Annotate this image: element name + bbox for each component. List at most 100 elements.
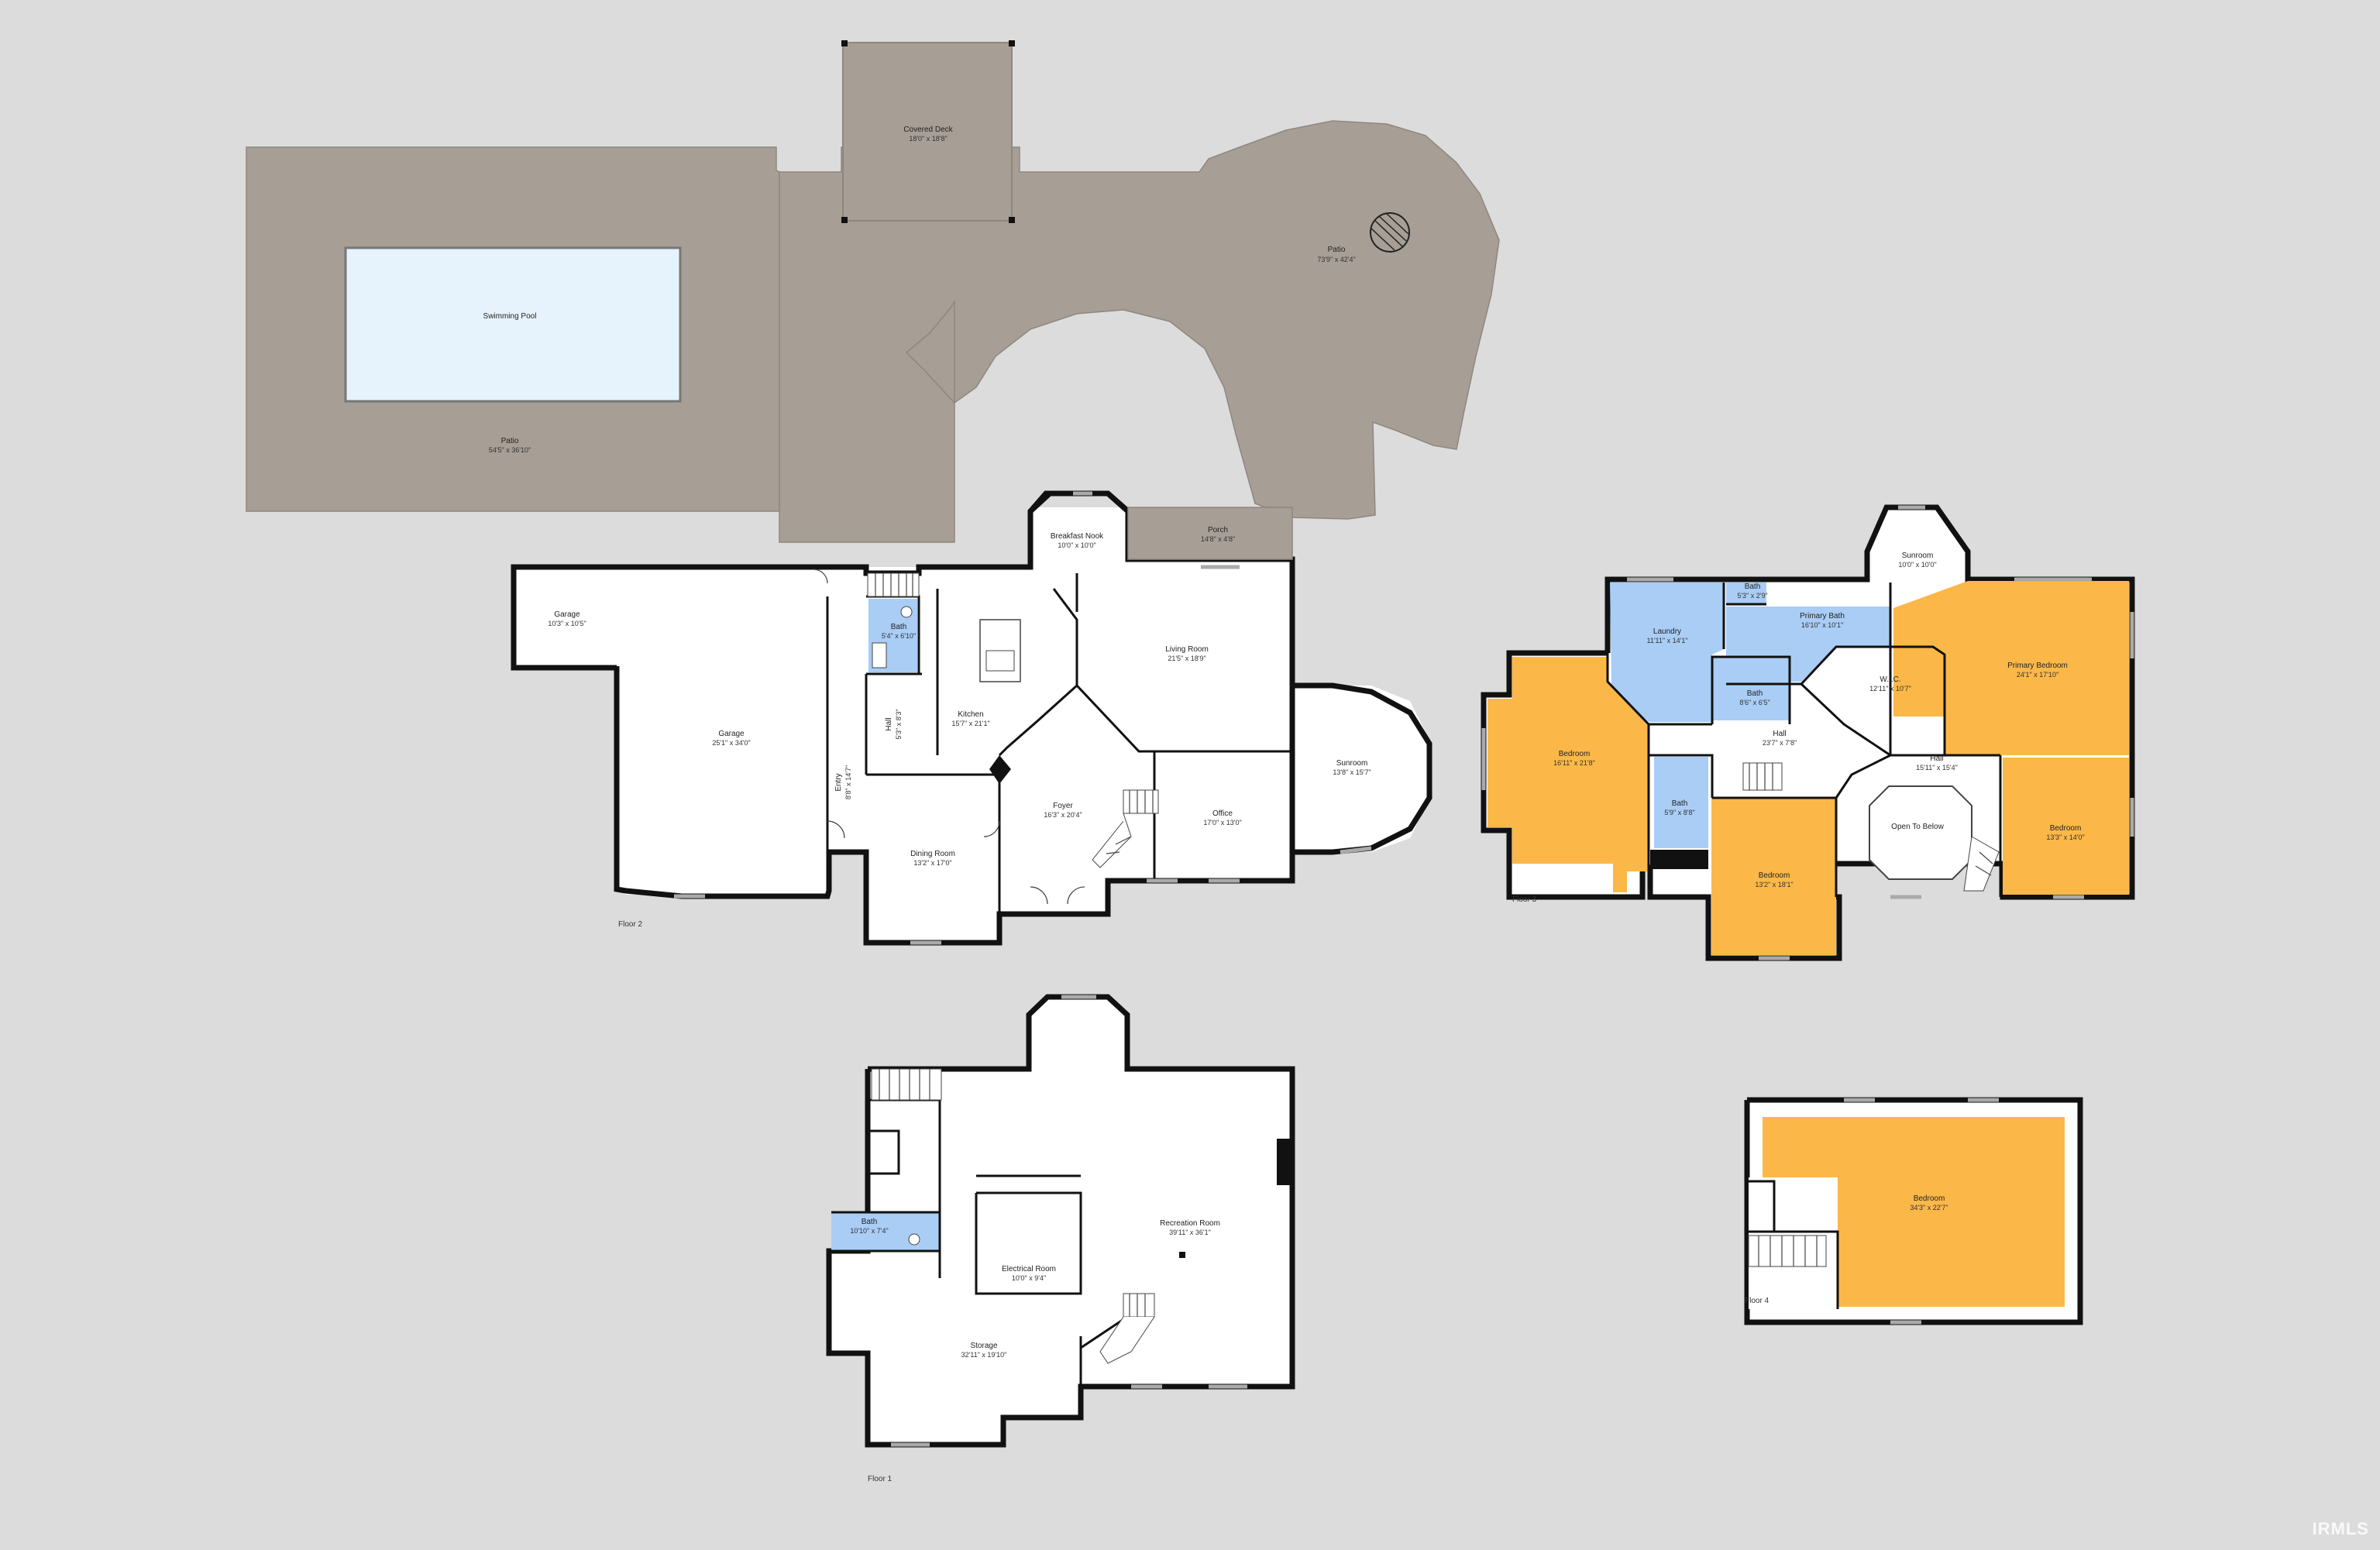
fireplace-icon: [989, 755, 1011, 784]
room-size-breakfast-nook: 10'0" x 10'0": [1058, 541, 1095, 549]
room-name-hall-f2: Hall: [885, 717, 893, 730]
open-to-below-octagon: [1869, 785, 1972, 880]
floor-4: [1744, 1097, 2083, 1325]
staircase: [871, 1068, 942, 1101]
room-name-garage-small: Garage: [554, 610, 580, 619]
floor-2: [511, 490, 1432, 946]
covered-deck: [842, 42, 1013, 222]
toilet-icon: [900, 606, 913, 618]
bathtub-icon: [872, 642, 887, 668]
garage-small-room: [514, 567, 620, 668]
floor-1: [826, 994, 1295, 1448]
room-size-bath-f3-top: 5'3" x 2'9": [1737, 592, 1767, 600]
room-size-hall-f3-east: 15'11" x 15'4": [1916, 764, 1958, 772]
room-size-porch: 14'8" x 4'8": [1201, 535, 1235, 543]
room-size-kitchen: 15'7" x 21'1": [951, 720, 989, 727]
bath-f3-low: [1654, 757, 1708, 848]
floor-label-4: Floor 4: [1745, 1297, 1770, 1305]
staircase: [1099, 1293, 1155, 1364]
bedroom-east-room: [2003, 758, 2129, 895]
deck-post: [841, 217, 848, 223]
room-size-dining-room: 13'2" x 17'0": [913, 859, 951, 867]
room-name-breakfast-nook: Breakfast Nook: [1051, 532, 1104, 541]
door-arc: [1067, 886, 1085, 905]
room-name-sunroom-f3: Sunroom: [1902, 552, 1934, 560]
room-size-bath-f1: 10'10" x 7'4": [850, 1227, 888, 1235]
room-size-electrical-room: 10'0" x 9'4": [1012, 1274, 1046, 1282]
staircase: [1748, 1235, 1827, 1267]
floor-label-3: Floor 3: [1512, 895, 1537, 904]
room-name-bath-f1: Bath: [862, 1218, 878, 1226]
primary-bedroom-room: [1893, 581, 2129, 755]
room-name-wic: W.I.C.: [1880, 675, 1900, 684]
door-arc: [983, 820, 1000, 837]
staircase: [1742, 762, 2000, 892]
room-name-bedroom-east: Bedroom: [2050, 824, 2082, 833]
room-size-entry: 8'8" x 14'7": [844, 765, 852, 799]
room-size-sunroom-f2: 13'8" x 15'7": [1333, 768, 1371, 776]
room-size-bedroom-west: 16'11" x 21'8": [1553, 759, 1595, 767]
room-name-bedroom-south: Bedroom: [1759, 871, 1790, 880]
watermark-logo: IRMLS: [2312, 1519, 2369, 1538]
room-name-garage: Garage: [718, 730, 745, 738]
room-name-patio-east: Patio: [1328, 246, 1346, 254]
staircase: [867, 572, 920, 597]
room-size-office: 17'0" x 13'0": [1203, 819, 1241, 827]
room-size-recreation-room: 39'11" x 36'1": [1169, 1229, 1211, 1236]
room-name-sunroom-f2: Sunroom: [1336, 759, 1368, 768]
room-size-storage: 32'11" x 19'10": [961, 1351, 1007, 1359]
room-name-swimming-pool: Swimming Pool: [483, 312, 537, 321]
toilet-icon: [908, 1233, 920, 1246]
room-name-primary-bath: Primary Bath: [1800, 612, 1845, 620]
room-name-hall-f3-east: Hall: [1930, 754, 1943, 763]
room-size-bath-f3-mid: 8'6" x 6'5": [1739, 699, 1770, 706]
room-size-patio-east: 73'9" x 42'4": [1317, 256, 1355, 263]
deck-post: [1009, 40, 1015, 46]
room-size-primary-bath: 16'10" x 10'1": [1801, 621, 1843, 629]
cooktop-icon: [985, 650, 1015, 672]
room-name-porch: Porch: [1208, 526, 1228, 534]
room-name-patio-west: Patio: [501, 437, 519, 445]
room-name-hall-f3: Hall: [1773, 730, 1786, 738]
room-size-foyer: 16'3" x 20'4": [1044, 811, 1082, 819]
room-name-foyer: Foyer: [1053, 802, 1073, 810]
room-labels: Covered Deck 18'0" x 18'8" Patio 73'9" x…: [483, 125, 2085, 1359]
fireplace-icon: [1277, 1139, 1291, 1185]
laundry-room: [1610, 583, 1724, 722]
room-name-bedroom-west: Bedroom: [1559, 750, 1591, 758]
floor-1-interior: [829, 997, 1292, 1445]
room-name-storage: Storage: [970, 1342, 997, 1350]
patio-east: [779, 120, 1500, 543]
door-arc: [1030, 886, 1048, 905]
outdoor-area: [246, 40, 1500, 543]
swimming-pool: [344, 246, 682, 403]
room-size-bedroom-east: 13'3" x 14'0": [2046, 833, 2084, 841]
room-name-recreation-room: Recreation Room: [1160, 1219, 1220, 1228]
floor-2-interior: [617, 507, 1429, 943]
room-size-covered-deck: 18'0" x 18'8": [909, 135, 947, 143]
bath-f1-room: [831, 1212, 940, 1251]
room-name-primary-bedroom: Primary Bedroom: [2007, 662, 2068, 670]
bath-f3-mid: [1712, 657, 1790, 720]
room-name-office: Office: [1212, 809, 1233, 818]
bedroom-west-room: [1488, 657, 1649, 892]
room-size-hall-f3: 23'7" x 7'8": [1763, 739, 1797, 747]
room-size-living-room: 21'5" x 18'9": [1168, 655, 1205, 662]
room-name-laundry: Laundry: [1653, 627, 1681, 636]
room-size-bath-f3-low: 5'9" x 8'8": [1664, 809, 1694, 816]
room-size-laundry: 11'11" x 14'1": [1646, 637, 1687, 644]
staircase: [1092, 789, 1159, 868]
room-name-bath-f3-mid: Bath: [1747, 689, 1763, 698]
room-name-entry: Entry: [834, 773, 843, 791]
bedroom-f4-cover: [1838, 1117, 2065, 1307]
room-size-sunroom-f3: 10'0" x 10'0": [1898, 561, 1936, 569]
deck-post: [1009, 217, 1015, 223]
room-name-dining-room: Dining Room: [910, 850, 955, 858]
porch-area: [1127, 507, 1293, 560]
room-size-hall-f2: 5'3" x 8'3": [895, 709, 903, 739]
room-name-bath-f3-top: Bath: [1745, 583, 1761, 591]
stair-void: [1650, 850, 1708, 869]
room-size-primary-bedroom: 24'1" x 17'10": [2017, 671, 2058, 679]
room-name-bath-f3-low: Bath: [1672, 799, 1688, 808]
